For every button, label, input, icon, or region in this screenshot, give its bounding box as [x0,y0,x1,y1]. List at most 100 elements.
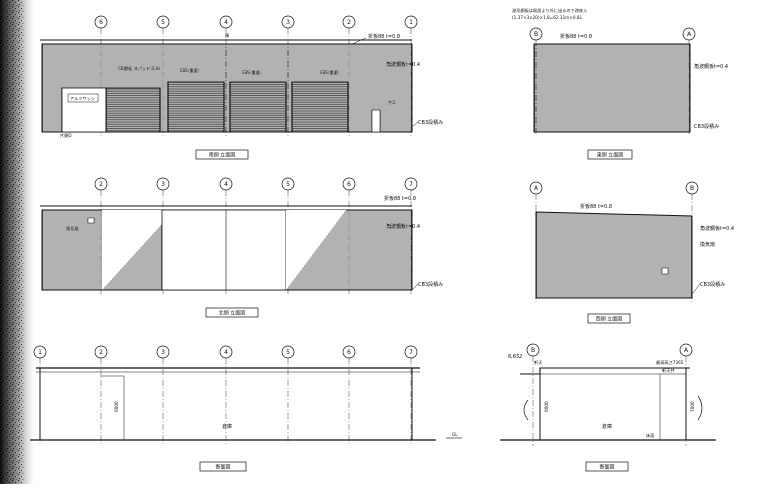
right-curve-cross [697,395,703,421]
hand-note: 6,652 [508,354,522,360]
foundation-label-north: CB3段積み [418,281,443,288]
title-section-cross: 断面図 [599,464,614,471]
title-box-south [195,149,249,160]
grid-bubbles-section-long: 1 2 3 4 5 6 7 [33,345,418,446]
title-box-section-cross [585,461,629,472]
gl-label: GL [452,432,458,437]
grid-bubble-label: A [684,347,689,354]
grid-bubble-label: 2 [99,181,103,188]
sign-panel [67,93,99,103]
left-curve-cross [523,399,529,421]
leader-foundation-north [411,283,419,291]
bright-panel-north [161,209,287,291]
wall-cladding-east [533,43,691,133]
grid-bubble-label: 3 [161,181,165,188]
grid-bubble-label: 5 [286,349,290,356]
header-note-line1: 波形鋼板は既設より外に出るので改修入 [512,7,588,14]
title-section-long: 断面図 [215,464,230,471]
title-box-west [587,313,631,324]
grid-bubble-label: 4 [224,181,228,188]
grid-bubble-label: 7 [409,349,413,356]
vent-label-north: 換気扇 [66,225,79,232]
grid-bubble-label: B [690,185,694,192]
title-box-north [205,307,259,318]
side-plate-label-west: 角波鋼板t=0.4 [700,225,734,232]
grid-bubble-label: A [687,31,692,38]
side-plate-label-north: 角波鋼板t=0.4 [386,223,420,230]
grid-bubble-label: 5 [161,19,165,26]
title-north: 北側 立面図 [219,310,246,317]
roof-profile-cross [520,367,690,375]
foundation-label-east: CB3段積み [694,123,719,130]
grid-bubble-label: 4 [224,19,228,26]
roof-plate-label-east: 折板88 t=0.8 [560,33,592,40]
grid-bubble-label: 5 [286,181,290,188]
side-plate-label-south: 角波鋼板t=0.4 [386,61,420,68]
room-label-cross: 倉庫 [602,423,612,430]
shutter-label-b: ESS(重量) [242,69,262,76]
opening-label: CB鋼板 スパッド(5,6) [118,65,161,72]
sign-label: アルミサッシ [70,96,95,102]
header-note-line2: (1.37×3×20)×1.8=62.31m×0.81 [512,15,583,20]
eaves-height-label: 最高高さ7365 [656,359,684,366]
leader-roof-south [351,37,367,45]
shutter-1 [105,87,161,133]
vent-west [661,267,669,275]
grid-bubble-label: 2 [347,19,351,26]
foundation-label-west: CB3段積み [700,281,725,288]
shutter-2 [167,81,225,133]
south-elevation: 6 5 4 3 2 1 アルミサッシ CB鋼板 スパッド(5,6) ESS(重量) ESS… [40,15,443,160]
grid-bubble-label: 1 [409,19,413,26]
foundation-label-south: CB3段積み [418,119,443,126]
shutter-4 [291,81,349,133]
eave-right-label: 軒天井 [662,367,675,374]
wall-cladding-west [535,211,693,299]
room-label-long: 倉庫 [222,423,232,430]
west-elevation: A B 折板88 t=0.8 角波鋼板t=0.4 換気扇 CB3段積み 西側 立面… [529,181,734,324]
grid-bubble-label: 7 [409,181,413,188]
floor-label-cross: 床面 [646,432,654,439]
height-right-cross: 7000 [690,401,695,412]
grid-bubble-label: 2 [99,349,103,356]
title-box-section-long [199,461,247,472]
title-box-east [587,149,633,160]
side-plate-label-east: 角波鋼板t=0.4 [694,63,728,70]
grid-bubble-label: 6 [347,181,351,188]
roof-plate-label-north: 折板88 t=0.8 [384,195,416,202]
grid-bubble-label: 6 [347,349,351,356]
side-door-label: 片開D [60,132,72,139]
light-reflection-1 [102,210,162,290]
north-elevation: 2 3 4 5 6 7 換気扇 折板88 t=0.8 角波鋼板t=0.4 CB3段積み 北… [40,177,443,318]
roof-plate-label-west: 折板88 t=0.8 [580,203,612,210]
leader-foundation-south [411,121,419,128]
grid-bubble-label: A [534,185,539,192]
title-east: 東側 立面図 [597,152,624,159]
title-west: 西側 立面図 [596,316,623,323]
leader-foundation-west [691,283,701,295]
top-mark-label: 棟 [225,32,230,39]
shutter-3 [229,81,287,133]
grid-bubble-label: 1 [38,349,42,356]
cross-section: B A 6,652 6000 7000 最高高さ7365 軒天 軒天井 倉庫 床面… [500,343,716,472]
roof-plate-label-south: 折板88 t=0.8 [368,33,400,40]
shutter-label-a: ESS(重量) [180,67,200,74]
shutter-label-c: ESS(重量) [320,69,340,76]
grid-bubble-label: 6 [99,19,103,26]
height-left-cross: 6000 [544,401,549,412]
grid-bubble-label: 3 [161,349,165,356]
grid-bubble-label: 3 [286,19,290,26]
east-elevation: B A 折板88 t=0.8 角波鋼板t=0.4 CB3段積み 東側 立面図 [529,27,728,160]
eave-left-label: 軒天 [534,360,543,366]
grid-bubble-label: B [531,347,535,354]
height-dim-long: 6000 [114,401,119,412]
longitudinal-section: 1 2 3 4 5 6 7 6000 倉庫 GL 断面図 [30,345,462,472]
title-south: 南側 立面図 [209,152,236,159]
door-label: 片D [388,99,395,106]
vent-label-west: 換気扇 [700,241,715,248]
vent-north [87,217,95,224]
light-reflection-2 [286,210,346,290]
grid-bubble-label: 4 [224,349,228,356]
grid-bubble-label: B [534,31,538,38]
side-door-south [371,109,381,133]
